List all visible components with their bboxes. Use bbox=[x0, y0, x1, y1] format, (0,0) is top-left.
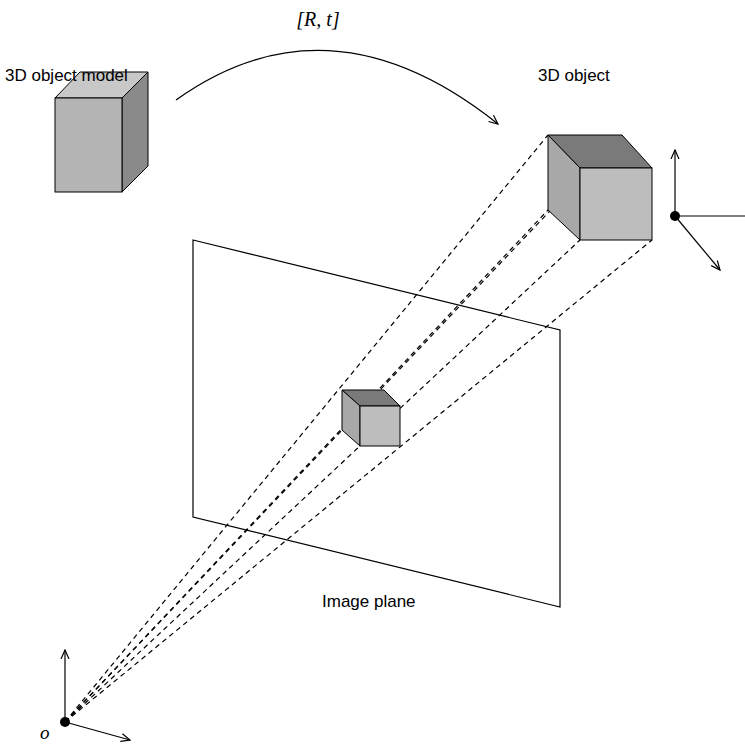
camera-axes bbox=[65, 650, 130, 740]
object-origin bbox=[670, 211, 680, 221]
model-cube bbox=[55, 72, 148, 192]
origin-label: o bbox=[40, 722, 50, 744]
object-axes bbox=[675, 150, 745, 270]
camera-origin bbox=[60, 717, 70, 727]
image-plane bbox=[193, 240, 560, 607]
transform-arrow bbox=[176, 50, 498, 124]
projected-cube bbox=[342, 390, 400, 446]
plane-label: Image plane bbox=[322, 592, 416, 612]
transform-label: [R, t] bbox=[296, 8, 339, 31]
object-cube bbox=[548, 135, 652, 240]
object-label: 3D object bbox=[538, 66, 610, 86]
projection-rays bbox=[65, 135, 652, 722]
model-label: 3D object model bbox=[5, 66, 128, 86]
